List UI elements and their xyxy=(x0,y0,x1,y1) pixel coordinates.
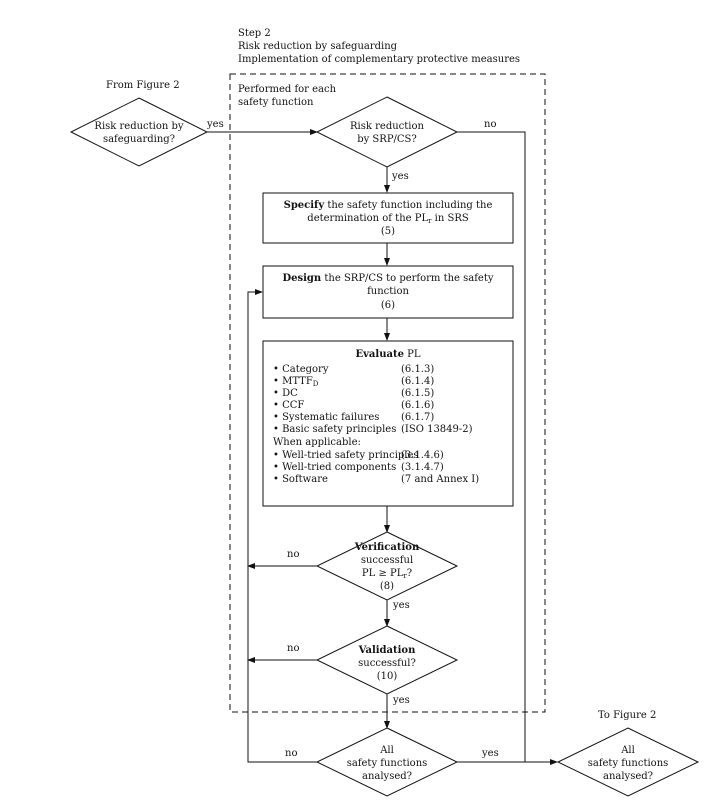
validation-title: Validation xyxy=(358,645,416,656)
criterion-item: • CCF xyxy=(273,400,304,411)
validation-line2: successful? xyxy=(358,658,416,669)
decision-safeguarding-line2: safeguarding? xyxy=(103,134,175,145)
label-yes-all: yes xyxy=(481,748,499,759)
label-yes-start: yes xyxy=(206,119,224,130)
verification-line3: PL ≥ PLr? xyxy=(362,568,412,580)
to-figure-label: To Figure 2 xyxy=(598,710,656,721)
decision-safeguarding xyxy=(69,97,209,167)
specify-ref: (5) xyxy=(381,226,395,237)
validation-ref: (10) xyxy=(377,671,398,682)
step-title: Risk reduction by safeguarding xyxy=(238,41,398,52)
verification-ref: (8) xyxy=(380,581,394,592)
verification-line2: successful xyxy=(361,555,413,566)
verification-title: Verification xyxy=(354,542,420,553)
decision-srpcs xyxy=(315,96,459,168)
criterion-ref: (6.1.4) xyxy=(401,376,434,387)
criterion-ref: (6.1.5) xyxy=(401,388,434,399)
evaluate-criteria-list: • Category (6.1.3) • MTTFD (6.1.4) • DC (6.1.… xyxy=(273,364,473,435)
loop-back-to-design xyxy=(247,289,317,763)
applicable-item: • Well-tried components xyxy=(273,462,396,473)
decision-all-functions xyxy=(315,727,459,797)
all-functions-line3: analysed? xyxy=(362,771,412,782)
label-no-validation: no xyxy=(287,643,299,654)
design-box xyxy=(262,265,514,319)
performed-label-line2: safety function xyxy=(238,97,314,108)
specify-box xyxy=(262,192,514,244)
label-no-all: no xyxy=(285,748,297,759)
design-line2: function xyxy=(367,286,409,297)
label-yes-srpcs: yes xyxy=(391,171,409,182)
evaluate-applicable-list: • Well-tried safety principles(3.1.4.6) •… xyxy=(273,450,479,485)
applicable-item: • Well-tried safety principles xyxy=(273,450,419,461)
applicable-ref: (3.1.4.6) xyxy=(401,450,444,461)
applicable-ref: (7 and Annex I) xyxy=(401,474,479,485)
applicable-item: • Software xyxy=(273,474,328,485)
criterion-ref: (ISO 13849-2) xyxy=(401,424,473,435)
final-line3: analysed? xyxy=(603,771,653,782)
final-line2: safety functions xyxy=(588,758,669,769)
label-no-srpcs: no xyxy=(484,119,496,130)
label-yes-verification: yes xyxy=(392,600,410,611)
label-yes-validation: yes xyxy=(392,695,410,706)
applicable-ref: (3.1.4.7) xyxy=(401,462,444,473)
evaluate-box xyxy=(262,340,514,507)
from-figure-label: From Figure 2 xyxy=(106,80,180,91)
criterion-ref: (6.1.6) xyxy=(401,400,434,411)
criterion-ref: (6.1.3) xyxy=(401,364,434,375)
criterion-item: • Systematic failures xyxy=(273,412,379,423)
all-functions-line1: All xyxy=(379,745,394,756)
all-functions-line2: safety functions xyxy=(347,758,428,769)
final-line1: All xyxy=(620,745,635,756)
criterion-item: • MTTFD xyxy=(273,376,319,388)
decision-all-functions-final xyxy=(556,727,700,797)
design-ref: (6) xyxy=(381,300,395,311)
specify-line1: Specify the safety function including th… xyxy=(284,200,493,211)
criterion-item: • Basic safety principles xyxy=(273,424,396,435)
when-applicable-label: When applicable: xyxy=(273,437,361,448)
step-subtitle: Implementation of complementary protecti… xyxy=(238,54,520,65)
decision-srpcs-line2: by SRP/CS? xyxy=(357,134,417,145)
step-number: Step 2 xyxy=(238,28,271,39)
criterion-item: • Category xyxy=(273,364,329,375)
performed-label-line1: Performed for each xyxy=(238,84,337,95)
decision-srpcs-line1: Risk reduction xyxy=(350,121,424,132)
criterion-ref: (6.1.7) xyxy=(401,412,434,423)
label-no-verification: no xyxy=(287,549,299,560)
criterion-item: • DC xyxy=(273,388,298,399)
evaluate-title: Evaluate PL xyxy=(355,349,420,360)
specify-line2: determination of the PLr in SRS xyxy=(307,213,469,225)
line-srpcs-no xyxy=(457,131,526,762)
decision-safeguarding-line1: Risk reduction by xyxy=(94,121,183,132)
design-line1: Design the SRP/CS to perform the safety xyxy=(282,273,493,284)
